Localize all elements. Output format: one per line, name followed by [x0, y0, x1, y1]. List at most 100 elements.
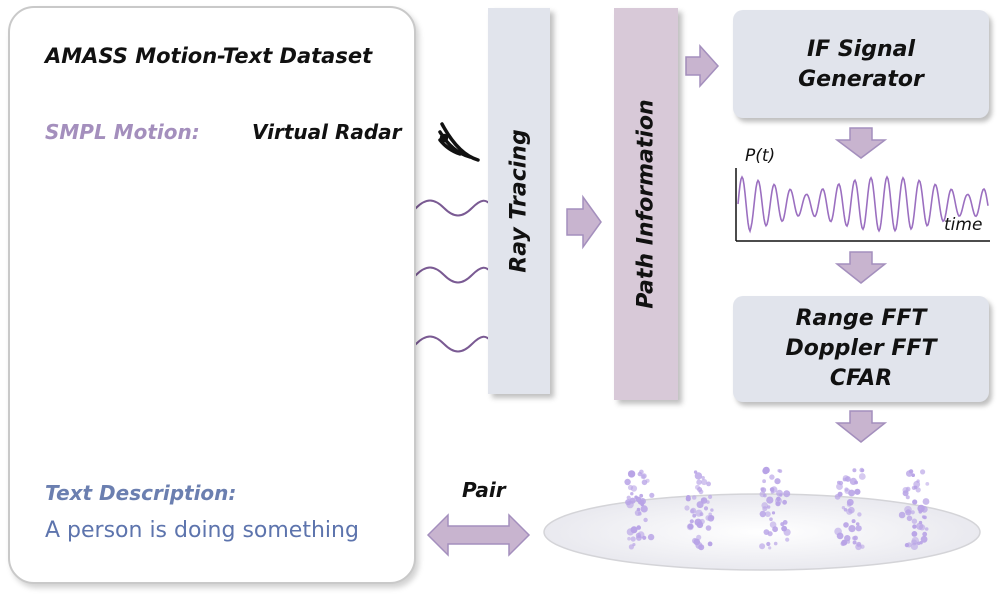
point-cloud-point	[639, 493, 644, 498]
point-cloud-point	[854, 488, 861, 495]
point-cloud-point	[696, 501, 704, 509]
point-cloud-point	[687, 523, 694, 530]
point-cloud-point	[708, 494, 713, 499]
point-cloud-point	[860, 468, 865, 473]
point-cloud-point	[763, 493, 767, 498]
point-cloud-point	[836, 483, 843, 490]
point-cloud-point	[923, 515, 927, 520]
point-cloud-point	[766, 541, 771, 547]
radar-signal-icon	[438, 122, 480, 162]
point-cloud-point	[841, 506, 846, 510]
point-cloud-point	[698, 544, 705, 551]
point-cloud-point	[705, 515, 711, 521]
point-cloud-point	[854, 480, 858, 485]
point-cloud-point	[848, 525, 856, 533]
point-cloud-point	[647, 533, 655, 541]
point-cloud-point	[637, 531, 645, 539]
point-cloud-point	[846, 539, 851, 544]
point-cloud-point	[694, 518, 702, 526]
point-cloud-point	[635, 496, 642, 503]
point-cloud-point	[916, 541, 921, 546]
point-cloud-point	[911, 518, 918, 524]
point-cloud-point	[701, 498, 705, 502]
dataset-panel	[8, 6, 416, 584]
point-cloud-point	[851, 519, 856, 524]
signal-axes	[735, 168, 990, 242]
point-cloud-point	[782, 499, 787, 505]
if-signal-generator-box: IF Signal Generator	[733, 10, 989, 118]
if-signal-waveform	[737, 175, 989, 234]
point-cloud-point	[769, 517, 773, 521]
point-cloud-point	[917, 504, 925, 513]
point-cloud-point	[834, 493, 841, 500]
point-cloud-point	[911, 485, 917, 490]
point-cloud-point	[637, 471, 642, 477]
point-cloud-point	[640, 505, 648, 513]
smpl-motion-label: SMPL Motion:	[45, 120, 200, 144]
if-generator-line-1: IF Signal	[806, 37, 916, 62]
point-cloud-point	[768, 546, 772, 550]
arrow-signal-to-fft	[834, 251, 888, 284]
point-cloud-point	[765, 511, 771, 517]
point-cloud-point	[705, 525, 712, 531]
signal-y-label: P(t)	[745, 146, 776, 166]
point-cloud-icon	[624, 466, 930, 551]
point-cloud-point	[920, 469, 926, 475]
point-cloud-point	[855, 525, 862, 532]
text-description-value: A person is doing something	[45, 518, 359, 543]
point-cloud-point	[858, 473, 866, 480]
point-cloud-point	[856, 541, 862, 547]
if-generator-line-2: Generator	[798, 67, 924, 92]
point-cloud-point	[912, 524, 917, 529]
point-cloud-point	[695, 484, 700, 490]
arrow-ray-to-path	[566, 194, 602, 250]
point-cloud-point	[852, 540, 857, 545]
point-cloud-point	[911, 539, 917, 546]
point-cloud-point	[763, 529, 770, 535]
point-cloud-point	[707, 541, 713, 547]
point-cloud-point	[846, 498, 854, 506]
point-cloud-point	[776, 489, 783, 497]
arrow-if-to-signal	[834, 127, 888, 159]
virtual-radar-label: Virtual Radar	[252, 120, 402, 144]
point-cloud-point	[696, 479, 702, 485]
range-fft-label: Range FFT	[795, 306, 927, 331]
dataset-title: AMASS Motion-Text Dataset	[45, 44, 373, 68]
point-cloud-point	[630, 536, 636, 542]
point-cloud-point	[769, 474, 775, 480]
point-cloud-point	[843, 522, 849, 528]
point-cloud-point	[906, 515, 913, 522]
point-cloud-point	[769, 487, 775, 492]
point-cloud-point	[773, 541, 778, 546]
point-cloud-point	[626, 495, 631, 500]
point-cloud-point	[772, 526, 778, 533]
point-cloud-point	[783, 528, 791, 536]
point-cloud-point	[706, 481, 711, 487]
point-cloud-point	[759, 510, 766, 518]
point-cloud-point	[916, 479, 920, 483]
point-cloud-point	[634, 509, 642, 516]
point-cloud-point	[852, 536, 857, 541]
point-cloud-point	[636, 525, 641, 530]
text-description-label: Text Description:	[45, 481, 237, 505]
point-cloud-point	[762, 467, 769, 475]
path-information-box: Path Information	[614, 8, 678, 400]
pair-label: Pair	[462, 478, 506, 502]
point-cloud-point	[710, 508, 714, 512]
point-cloud-point	[694, 472, 703, 480]
point-cloud-point	[706, 500, 710, 504]
point-cloud-point	[844, 488, 851, 494]
arrow-path-to-if	[685, 44, 720, 88]
point-cloud-point	[629, 497, 636, 504]
point-cloud-point	[778, 469, 783, 473]
point-cloud-point	[759, 543, 766, 550]
point-cloud-point	[643, 517, 648, 523]
point-cloud-point	[780, 522, 785, 527]
point-cloud-point	[699, 512, 704, 517]
point-cloud-point	[916, 522, 924, 530]
point-cloud-point	[844, 535, 851, 542]
point-cloud-point	[845, 476, 851, 482]
point-cloud-point	[911, 531, 918, 537]
point-cloud-point	[689, 519, 694, 524]
point-cloud-point	[626, 528, 634, 536]
